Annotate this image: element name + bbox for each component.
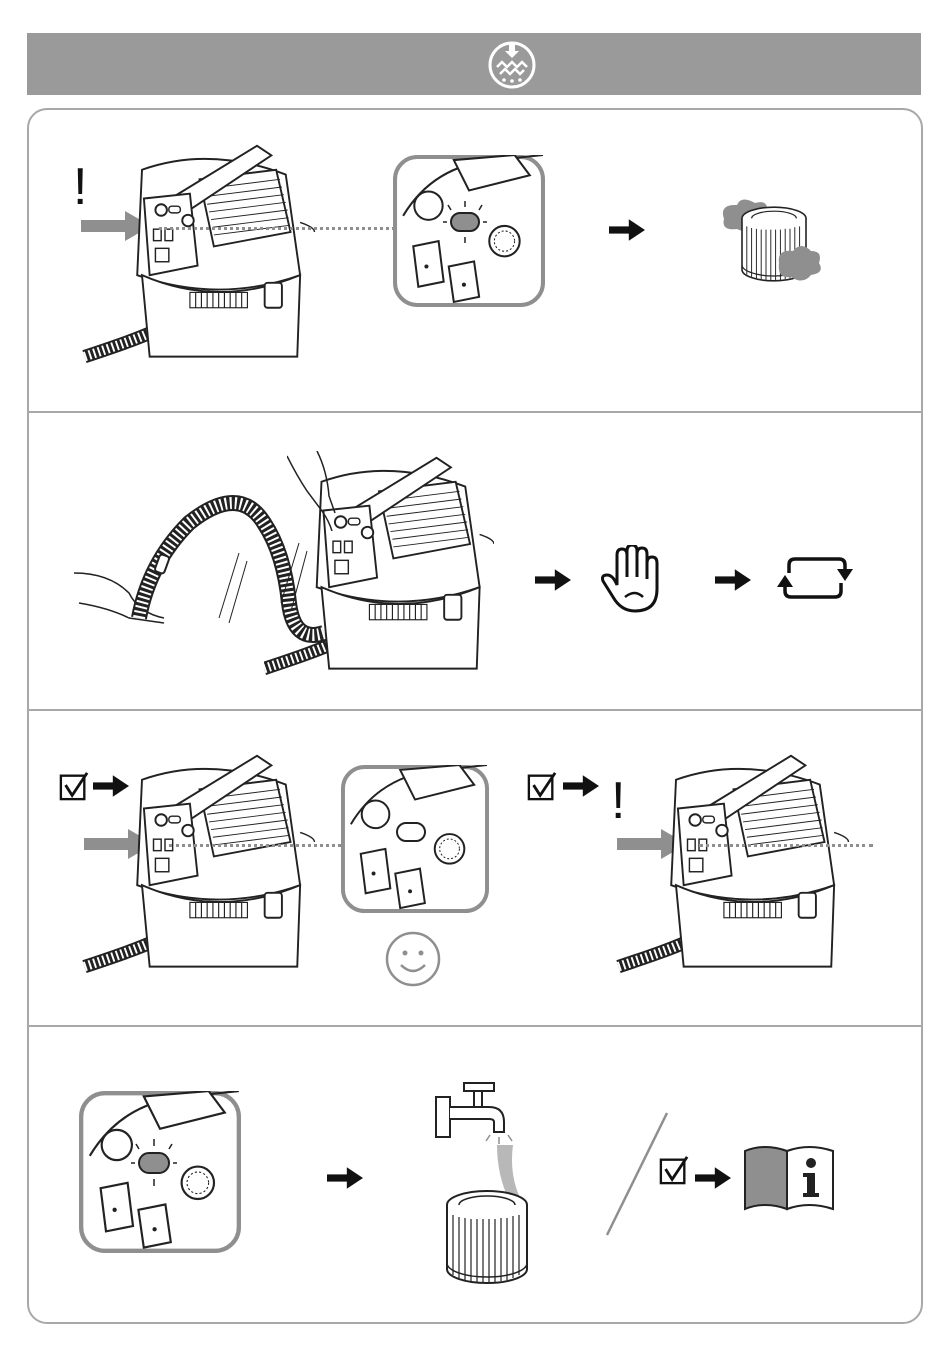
vacuum-cleaner-icon [77, 751, 322, 981]
filter-clogged-icon [487, 40, 537, 90]
dirty-filter-icon [719, 199, 824, 289]
smiley-icon [385, 931, 441, 987]
repeat-icon [777, 553, 853, 603]
manual-info-icon [741, 1143, 837, 1213]
control-panel-zoom-icon [341, 765, 489, 913]
checkbox-icon [527, 771, 557, 801]
arrow-right-icon [609, 219, 645, 241]
arrow-right-icon [563, 775, 599, 797]
header-bar [27, 33, 921, 95]
hand-press-icon [287, 451, 347, 531]
control-panel-zoom-icon [79, 1091, 241, 1253]
stop-hand-icon [601, 545, 661, 613]
arrow-right-icon [695, 1167, 731, 1189]
arrow-right-icon [715, 569, 751, 591]
panel-step-2 [29, 413, 921, 709]
vacuum-cleaner-icon [77, 141, 322, 371]
dotted-leader-line [159, 227, 395, 230]
dotted-leader-line [699, 844, 873, 847]
dotted-leader-line [169, 844, 341, 847]
panel-step-1: ! [29, 111, 921, 411]
arrow-right-icon [535, 569, 571, 591]
panel-step-4 [29, 1027, 921, 1319]
filter-icon [437, 1187, 537, 1287]
vacuum-cleaner-icon [611, 751, 856, 981]
panel-step-3: ! [29, 711, 921, 1025]
checkbox-icon [659, 1155, 689, 1185]
control-panel-zoom-icon [393, 155, 545, 307]
arrow-right-icon [327, 1167, 363, 1189]
